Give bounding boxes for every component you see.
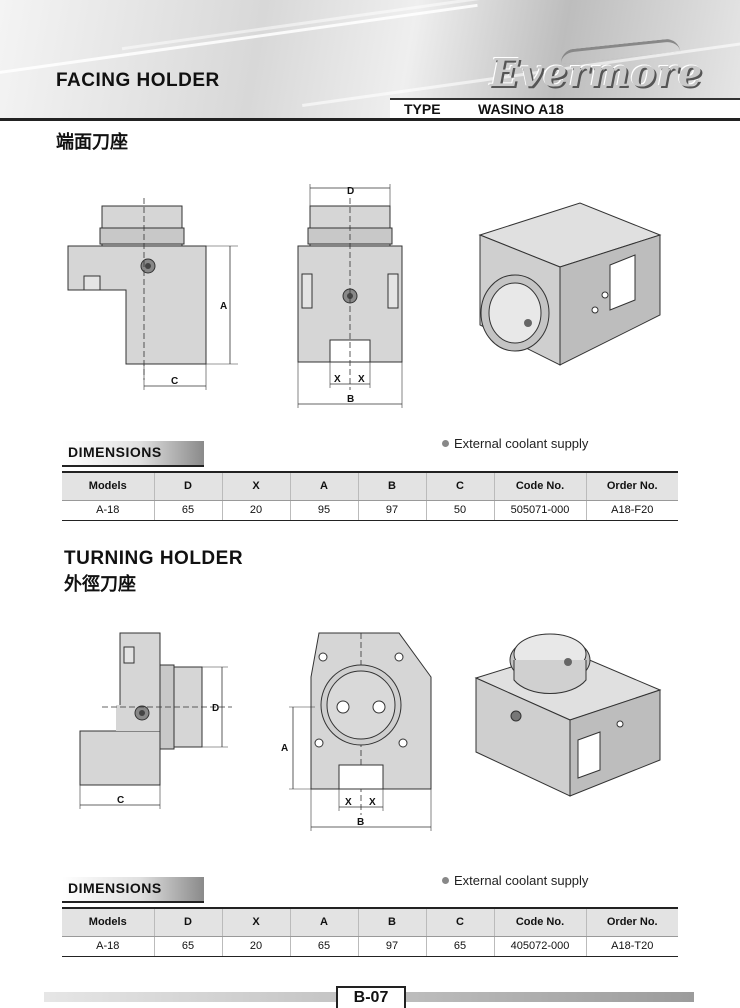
col-code: Code No. <box>493 471 586 501</box>
page-title: FACING HOLDER <box>56 70 220 91</box>
facing-chinese-title: 端面刀座 <box>56 132 128 153</box>
turning-dim-a: A <box>281 743 288 754</box>
turning-dim-x1: X <box>345 797 352 808</box>
col-order: Order No. <box>585 471 678 501</box>
col-models: Models <box>62 471 154 501</box>
col-b: B <box>357 907 426 937</box>
table-row: A-18 65 20 95 97 50 505071-000 A18-F20 <box>62 500 678 521</box>
type-bar <box>390 98 740 120</box>
facing-dim-d: D <box>347 186 354 197</box>
turning-dim-x2: X <box>369 797 376 808</box>
facing-front-view: D X X B <box>297 184 403 408</box>
type-label: TYPE <box>404 101 441 117</box>
type-value: WASINO A18 <box>478 101 564 117</box>
col-x: X <box>221 907 290 937</box>
facing-coolant-note: External coolant supply <box>442 436 588 451</box>
col-a: A <box>289 907 358 937</box>
turning-side-view: D C <box>79 632 232 809</box>
header-rule <box>0 118 740 121</box>
facing-dim-a: A <box>220 301 227 312</box>
page-number: B-07 <box>336 986 406 1008</box>
col-x: X <box>221 471 290 501</box>
turning-front-view: A X X B <box>281 632 432 831</box>
facing-dim-x2: X <box>358 374 365 385</box>
turning-dim-c: C <box>117 795 124 806</box>
col-order: Order No. <box>585 907 678 937</box>
facing-side-view: A C <box>67 198 238 390</box>
facing-dim-b: B <box>347 394 354 405</box>
turning-dim-d: D <box>212 703 219 714</box>
turning-dim-b: B <box>357 817 364 828</box>
turning-iso-view <box>474 633 662 797</box>
facing-iso-view <box>478 202 662 366</box>
facing-dimension-table: Models D X A B C Code No. Order No. A-18… <box>62 471 678 521</box>
col-c: C <box>425 471 494 501</box>
col-d: D <box>153 907 222 937</box>
col-d: D <box>153 471 222 501</box>
turning-title: TURNING HOLDER <box>64 548 244 569</box>
col-models: Models <box>62 907 154 937</box>
facing-dim-c: C <box>171 376 178 387</box>
turning-chinese-title: 外徑刀座 <box>64 574 136 595</box>
turning-dimensions-tab: DIMENSIONS <box>62 877 204 901</box>
brand-logo: Evermore <box>490 50 703 95</box>
turning-coolant-note: External coolant supply <box>442 873 588 888</box>
facing-dim-x1: X <box>334 374 341 385</box>
col-code: Code No. <box>493 907 586 937</box>
table-row: A-18 65 20 65 97 65 405072-000 A18-T20 <box>62 936 678 957</box>
col-a: A <box>289 471 358 501</box>
col-b: B <box>357 471 426 501</box>
col-c: C <box>425 907 494 937</box>
turning-dimension-table: Models D X A B C Code No. Order No. A-18… <box>62 907 678 957</box>
facing-dimensions-tab: DIMENSIONS <box>62 441 204 465</box>
